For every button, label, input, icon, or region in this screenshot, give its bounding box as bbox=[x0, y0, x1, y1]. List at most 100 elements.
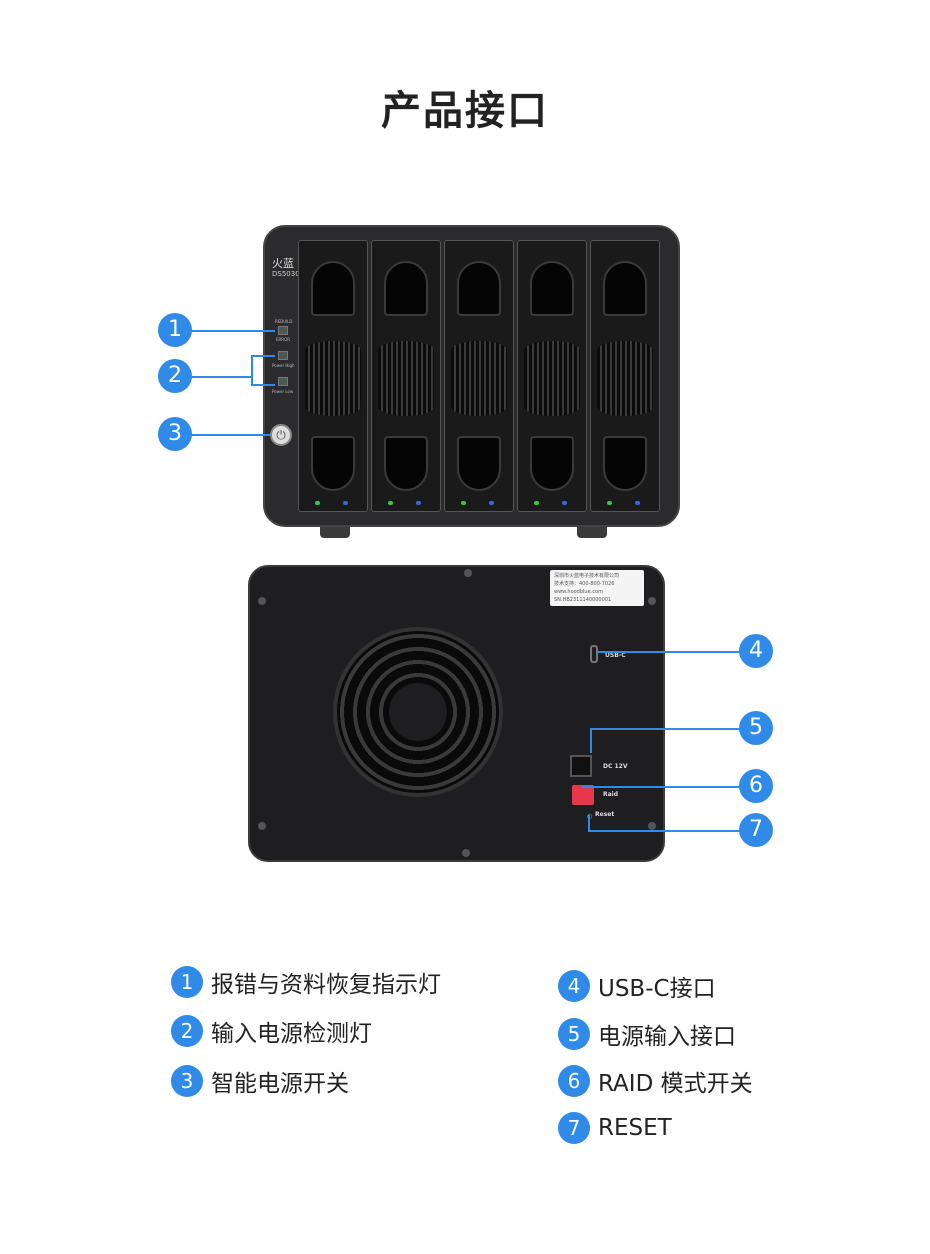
callout-line bbox=[190, 434, 270, 436]
callout-6: 6 bbox=[739, 769, 773, 803]
legend-item: 7 RESET bbox=[558, 1112, 672, 1144]
bay-vent bbox=[451, 341, 507, 416]
legend-number: 2 bbox=[171, 1015, 203, 1047]
usb-c-port[interactable] bbox=[590, 645, 598, 663]
sticker-text: SN:HB2311140000001 bbox=[554, 597, 612, 603]
legend-number: 7 bbox=[558, 1112, 590, 1144]
bay-vent bbox=[597, 341, 653, 416]
callout-1: 1 bbox=[158, 313, 192, 347]
dc-power-port[interactable] bbox=[570, 755, 592, 777]
page-title: 产品接口 bbox=[381, 88, 549, 134]
legend-number: 5 bbox=[558, 1018, 590, 1050]
bay-led-green bbox=[388, 501, 393, 505]
bay-led-green bbox=[461, 501, 466, 505]
screw bbox=[648, 822, 656, 830]
error-indicator bbox=[278, 326, 288, 335]
callout-line bbox=[251, 355, 253, 385]
bay-led-blue bbox=[635, 501, 640, 505]
nas-front-panel: 火蓝 DS5030 REBUILD ERROR Power High Power… bbox=[263, 225, 680, 527]
device-foot bbox=[577, 526, 607, 538]
raid-switch[interactable] bbox=[572, 785, 594, 805]
drive-bay[interactable] bbox=[298, 240, 368, 512]
bay-led-green bbox=[534, 501, 539, 505]
callout-5: 5 bbox=[739, 711, 773, 745]
bay-led-blue bbox=[416, 501, 421, 505]
screw bbox=[258, 822, 266, 830]
legend-text: 电源输入接口 bbox=[598, 1024, 736, 1050]
legend-item: 6 RAID 模式开关 bbox=[558, 1064, 753, 1098]
legend-number: 4 bbox=[558, 970, 590, 1002]
sticker-text: 技术支持：400-800-7026 bbox=[554, 581, 615, 587]
bay-handle[interactable] bbox=[311, 261, 355, 316]
dc-label: DC 12V bbox=[603, 763, 628, 770]
screw bbox=[648, 597, 656, 605]
fan-hub bbox=[389, 683, 447, 741]
sticker-text: 深圳市火蓝电子技术有限公司 bbox=[554, 573, 620, 579]
bay-handle[interactable] bbox=[384, 436, 428, 491]
bay-handle[interactable] bbox=[530, 261, 574, 316]
bay-handle[interactable] bbox=[384, 261, 428, 316]
callout-7: 7 bbox=[739, 813, 773, 847]
reset-label: Reset bbox=[595, 811, 615, 818]
callout-3: 3 bbox=[158, 417, 192, 451]
bay-led-blue bbox=[489, 501, 494, 505]
legend-number: 6 bbox=[558, 1065, 590, 1097]
indicator-label: Power High bbox=[272, 363, 295, 368]
product-sticker: 深圳市火蓝电子技术有限公司 技术支持：400-800-7026 www.hood… bbox=[550, 570, 644, 606]
indicator-label: REBUILD bbox=[275, 319, 293, 324]
bay-handle[interactable] bbox=[311, 436, 355, 491]
legend-text: RESET bbox=[598, 1115, 672, 1141]
callout-line bbox=[598, 651, 740, 653]
bay-led-green bbox=[607, 501, 612, 505]
legend-text: 智能电源开关 bbox=[211, 1071, 349, 1097]
brand-logo: 火蓝 bbox=[272, 257, 294, 270]
usb-c-label: USB-C bbox=[605, 652, 626, 659]
indicator-label: Power Low bbox=[272, 389, 294, 394]
device-foot bbox=[320, 526, 350, 538]
bay-led-blue bbox=[562, 501, 567, 505]
callout-line bbox=[251, 355, 275, 357]
indicator-label: ERROR bbox=[276, 337, 291, 342]
legend-text: RAID 模式开关 bbox=[598, 1071, 753, 1097]
callout-line bbox=[190, 330, 275, 332]
callout-2: 2 bbox=[158, 359, 192, 393]
callout-line bbox=[590, 728, 740, 730]
callout-line bbox=[588, 830, 740, 832]
legend-item: 2 输入电源检测灯 bbox=[171, 1014, 372, 1048]
legend-item: 5 电源输入接口 bbox=[558, 1017, 736, 1051]
model-name: DS5030 bbox=[272, 270, 300, 278]
raid-label: Raid bbox=[603, 791, 619, 798]
drive-bay[interactable] bbox=[517, 240, 587, 512]
bay-vent bbox=[378, 341, 434, 416]
bay-handle[interactable] bbox=[603, 436, 647, 491]
sticker-text: www.hoodblue.com bbox=[554, 589, 603, 595]
bay-led-green bbox=[315, 501, 320, 505]
power-low-indicator bbox=[278, 377, 288, 386]
power-button[interactable]: ⏻ bbox=[270, 424, 292, 446]
bay-vent bbox=[524, 341, 580, 416]
callout-line bbox=[190, 376, 252, 378]
legend-text: USB-C接口 bbox=[598, 976, 716, 1002]
callout-line bbox=[590, 728, 592, 753]
power-high-indicator bbox=[278, 351, 288, 360]
callout-4: 4 bbox=[739, 634, 773, 668]
bay-handle[interactable] bbox=[530, 436, 574, 491]
legend-text: 报错与资料恢复指示灯 bbox=[211, 972, 441, 998]
bay-handle[interactable] bbox=[457, 436, 501, 491]
bay-handle[interactable] bbox=[457, 261, 501, 316]
callout-line bbox=[588, 815, 590, 831]
screw bbox=[464, 569, 472, 577]
bay-led-blue bbox=[343, 501, 348, 505]
bay-handle[interactable] bbox=[603, 261, 647, 316]
drive-bay[interactable] bbox=[371, 240, 441, 512]
legend-number: 1 bbox=[171, 966, 203, 998]
legend-text: 输入电源检测灯 bbox=[211, 1021, 372, 1047]
nas-back-panel: 深圳市火蓝电子技术有限公司 技术支持：400-800-7026 www.hood… bbox=[248, 565, 665, 862]
legend-item: 1 报错与资料恢复指示灯 bbox=[171, 965, 441, 999]
callout-line bbox=[582, 786, 740, 788]
screw bbox=[258, 597, 266, 605]
drive-bay[interactable] bbox=[444, 240, 514, 512]
drive-bay[interactable] bbox=[590, 240, 660, 512]
legend-item: 4 USB-C接口 bbox=[558, 969, 716, 1003]
callout-line bbox=[251, 384, 275, 386]
